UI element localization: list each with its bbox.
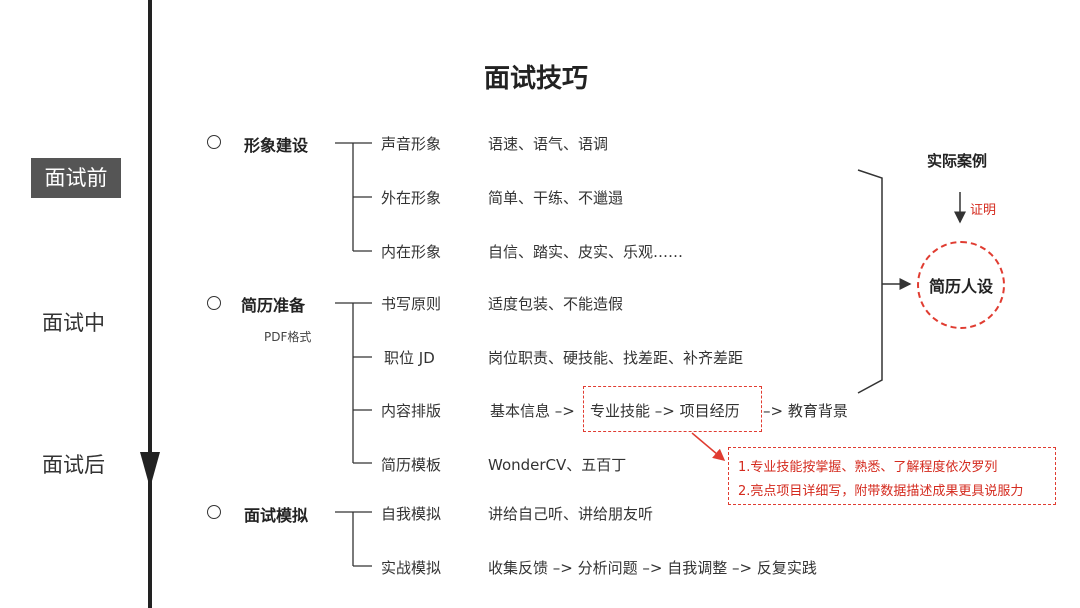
detail-inner-image: 自信、踏实、皮实、乐观…… <box>488 243 684 261</box>
phase-after-interview: 面试后 <box>42 453 105 477</box>
timeline-arrow-head <box>140 452 160 488</box>
section-resume-prep: 简历准备 <box>241 296 306 315</box>
item-job-description: 职位 JD <box>384 349 435 367</box>
summary-bracket <box>857 169 883 394</box>
detail-real-practice: 收集反馈 –> 分析问题 –> 自我调整 –> 反复实践 <box>488 559 817 577</box>
tip-line-2: 2.亮点项目详细写，附带数据描述成果更具说服力 <box>738 484 1024 499</box>
tips-callout: 1.专业技能按掌握、熟悉、了解程度依次罗列 2.亮点项目详细写，附带数据描述成果… <box>728 447 1056 505</box>
detail-layout-basic-info: 基本信息 –> <box>490 402 575 420</box>
item-resume-template: 简历模板 <box>381 456 442 474</box>
detail-self-practice: 讲给自己听、讲给朋友听 <box>488 505 654 523</box>
detail-job-description: 岗位职责、硬技能、找差距、补齐差距 <box>488 349 744 367</box>
item-content-layout: 内容排版 <box>381 402 442 420</box>
detail-resume-template: WonderCV、五百丁 <box>488 456 627 474</box>
item-voice-image: 声音形象 <box>381 135 442 153</box>
detail-layout-education: –> 教育背景 <box>763 402 848 420</box>
resume-persona-label: 简历人设 <box>928 277 993 296</box>
detail-external-image: 简单、干练、不邋遢 <box>488 189 624 207</box>
phase-during-interview: 面试中 <box>42 311 105 335</box>
resume-format-note: PDF格式 <box>264 330 312 344</box>
tip-line-1: 1.专业技能按掌握、熟悉、了解程度依次罗列 <box>738 460 998 475</box>
highlight-box <box>583 386 762 432</box>
section-mock-interview: 面试模拟 <box>244 506 309 525</box>
resume-persona-circle: 简历人设 <box>917 241 1005 329</box>
item-external-image: 外在形象 <box>381 189 442 207</box>
real-case-label: 实际案例 <box>927 152 988 170</box>
bullet-circle <box>207 296 221 310</box>
bullet-circle <box>207 135 221 149</box>
page-title: 面试技巧 <box>484 64 589 94</box>
detail-voice-image: 语速、语气、语调 <box>488 135 609 153</box>
callout-arrow <box>691 432 726 461</box>
item-inner-image: 内在形象 <box>381 243 442 261</box>
phase-before-interview: 面试前 <box>31 158 121 198</box>
section-image-building: 形象建设 <box>244 136 309 155</box>
item-writing-principle: 书写原则 <box>381 295 442 313</box>
item-self-practice: 自我模拟 <box>381 505 442 523</box>
proof-label: 证明 <box>970 203 997 218</box>
bullet-circle <box>207 505 221 519</box>
item-real-practice: 实战模拟 <box>381 559 442 577</box>
detail-writing-principle: 适度包装、不能造假 <box>488 295 624 313</box>
detail-layout-skills-projects: 专业技能 –> 项目经历 <box>590 402 740 420</box>
